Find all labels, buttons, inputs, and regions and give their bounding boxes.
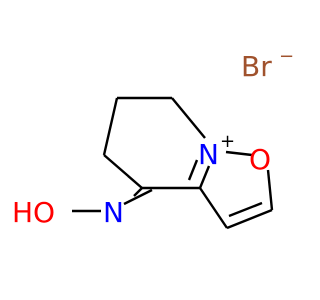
oxime-nitrogen-label: N: [103, 196, 124, 229]
ring-nitrogen-label: N: [198, 138, 219, 171]
bond-c3-c3a: [199, 187, 228, 229]
oxime-hydroxyl-label: HO: [12, 196, 55, 229]
bond-c3a-n: [198, 165, 211, 189]
structure-canvas: Br − N + O N HO: [12, 46, 295, 230]
bond-c4-n-oxime-double: [123, 188, 153, 206]
bond-o-c2: [266, 169, 274, 211]
bromide-charge: −: [279, 46, 294, 67]
molecule-diagram: Br − N + O N HO: [12, 46, 294, 230]
bonds: [72, 96, 274, 230]
bond-c4-n-oxime: [133, 187, 143, 197]
bond-c6-c5: [102, 97, 119, 156]
bond-n-o: [225, 150, 253, 157]
bromide-label: Br: [241, 50, 272, 83]
ring-nitrogen-charge: +: [220, 131, 235, 152]
bond-c2-c3-double: [228, 201, 263, 218]
bond-c5-c4: [103, 154, 143, 189]
bond-c3a-n-double: [187, 159, 199, 181]
bond-c2-c3: [226, 208, 273, 230]
bond-n-c7: [171, 97, 206, 139]
ring-oxygen-label: O: [249, 143, 271, 176]
